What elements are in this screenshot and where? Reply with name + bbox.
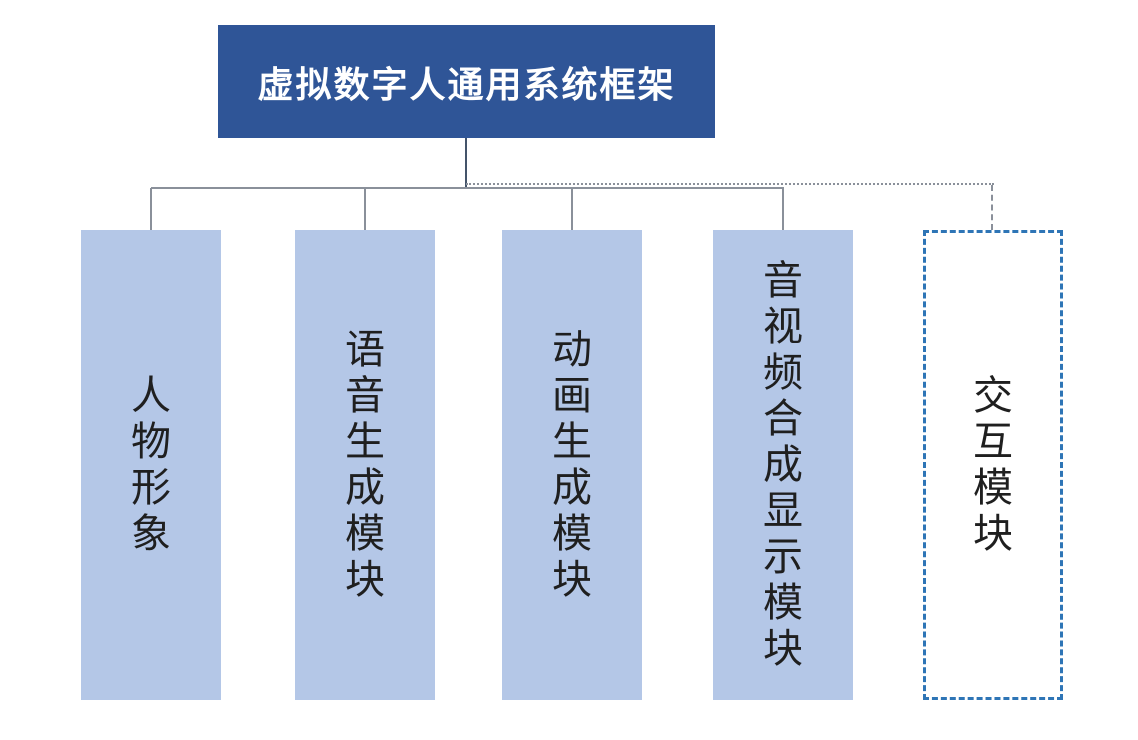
module-speech-generation-label: 语音生成模块	[345, 328, 385, 602]
connector-drop-module-3	[571, 188, 573, 230]
connector-drop-module-2	[364, 188, 366, 230]
connector-horizontal-dotted	[466, 183, 994, 185]
connector-horizontal-solid	[151, 187, 784, 189]
module-animation-generation: 动画生成模块	[502, 230, 642, 700]
module-audio-video-synthesis-display-label: 音视频合成显示模块	[763, 259, 803, 671]
module-interaction: 交互模块	[923, 230, 1063, 700]
module-character-image: 人物形象	[81, 230, 221, 700]
module-animation-generation-label: 动画生成模块	[552, 328, 592, 602]
module-speech-generation: 语音生成模块	[295, 230, 435, 700]
connector-drop-module-5-dashed	[991, 185, 993, 230]
connector-drop-module-1	[150, 188, 152, 230]
connector-drop-module-4	[782, 188, 784, 230]
connector-title-vertical	[465, 138, 467, 188]
module-character-image-label: 人物形象	[131, 374, 171, 556]
framework-title: 虚拟数字人通用系统框架	[257, 63, 676, 105]
framework-title-box: 虚拟数字人通用系统框架	[218, 25, 715, 138]
module-audio-video-synthesis-display: 音视频合成显示模块	[713, 230, 853, 700]
module-interaction-label: 交互模块	[973, 374, 1013, 556]
